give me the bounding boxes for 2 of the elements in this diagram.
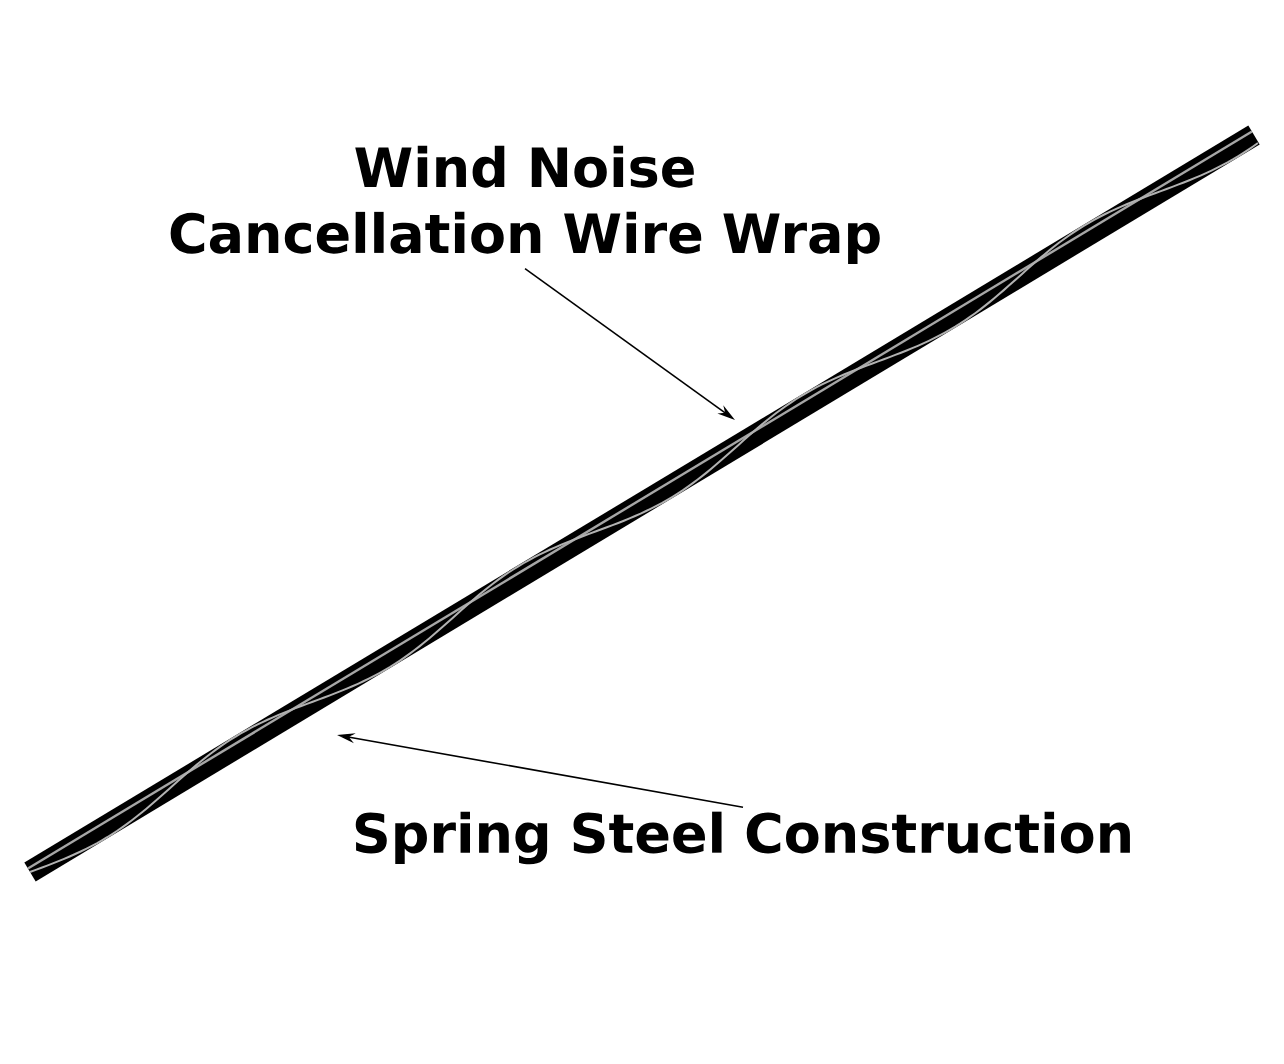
callout-text: Wind Noise Cancellation Wire Wrap	[170, 145, 880, 265]
callout-text: Spring Steel Construction	[355, 811, 1130, 865]
